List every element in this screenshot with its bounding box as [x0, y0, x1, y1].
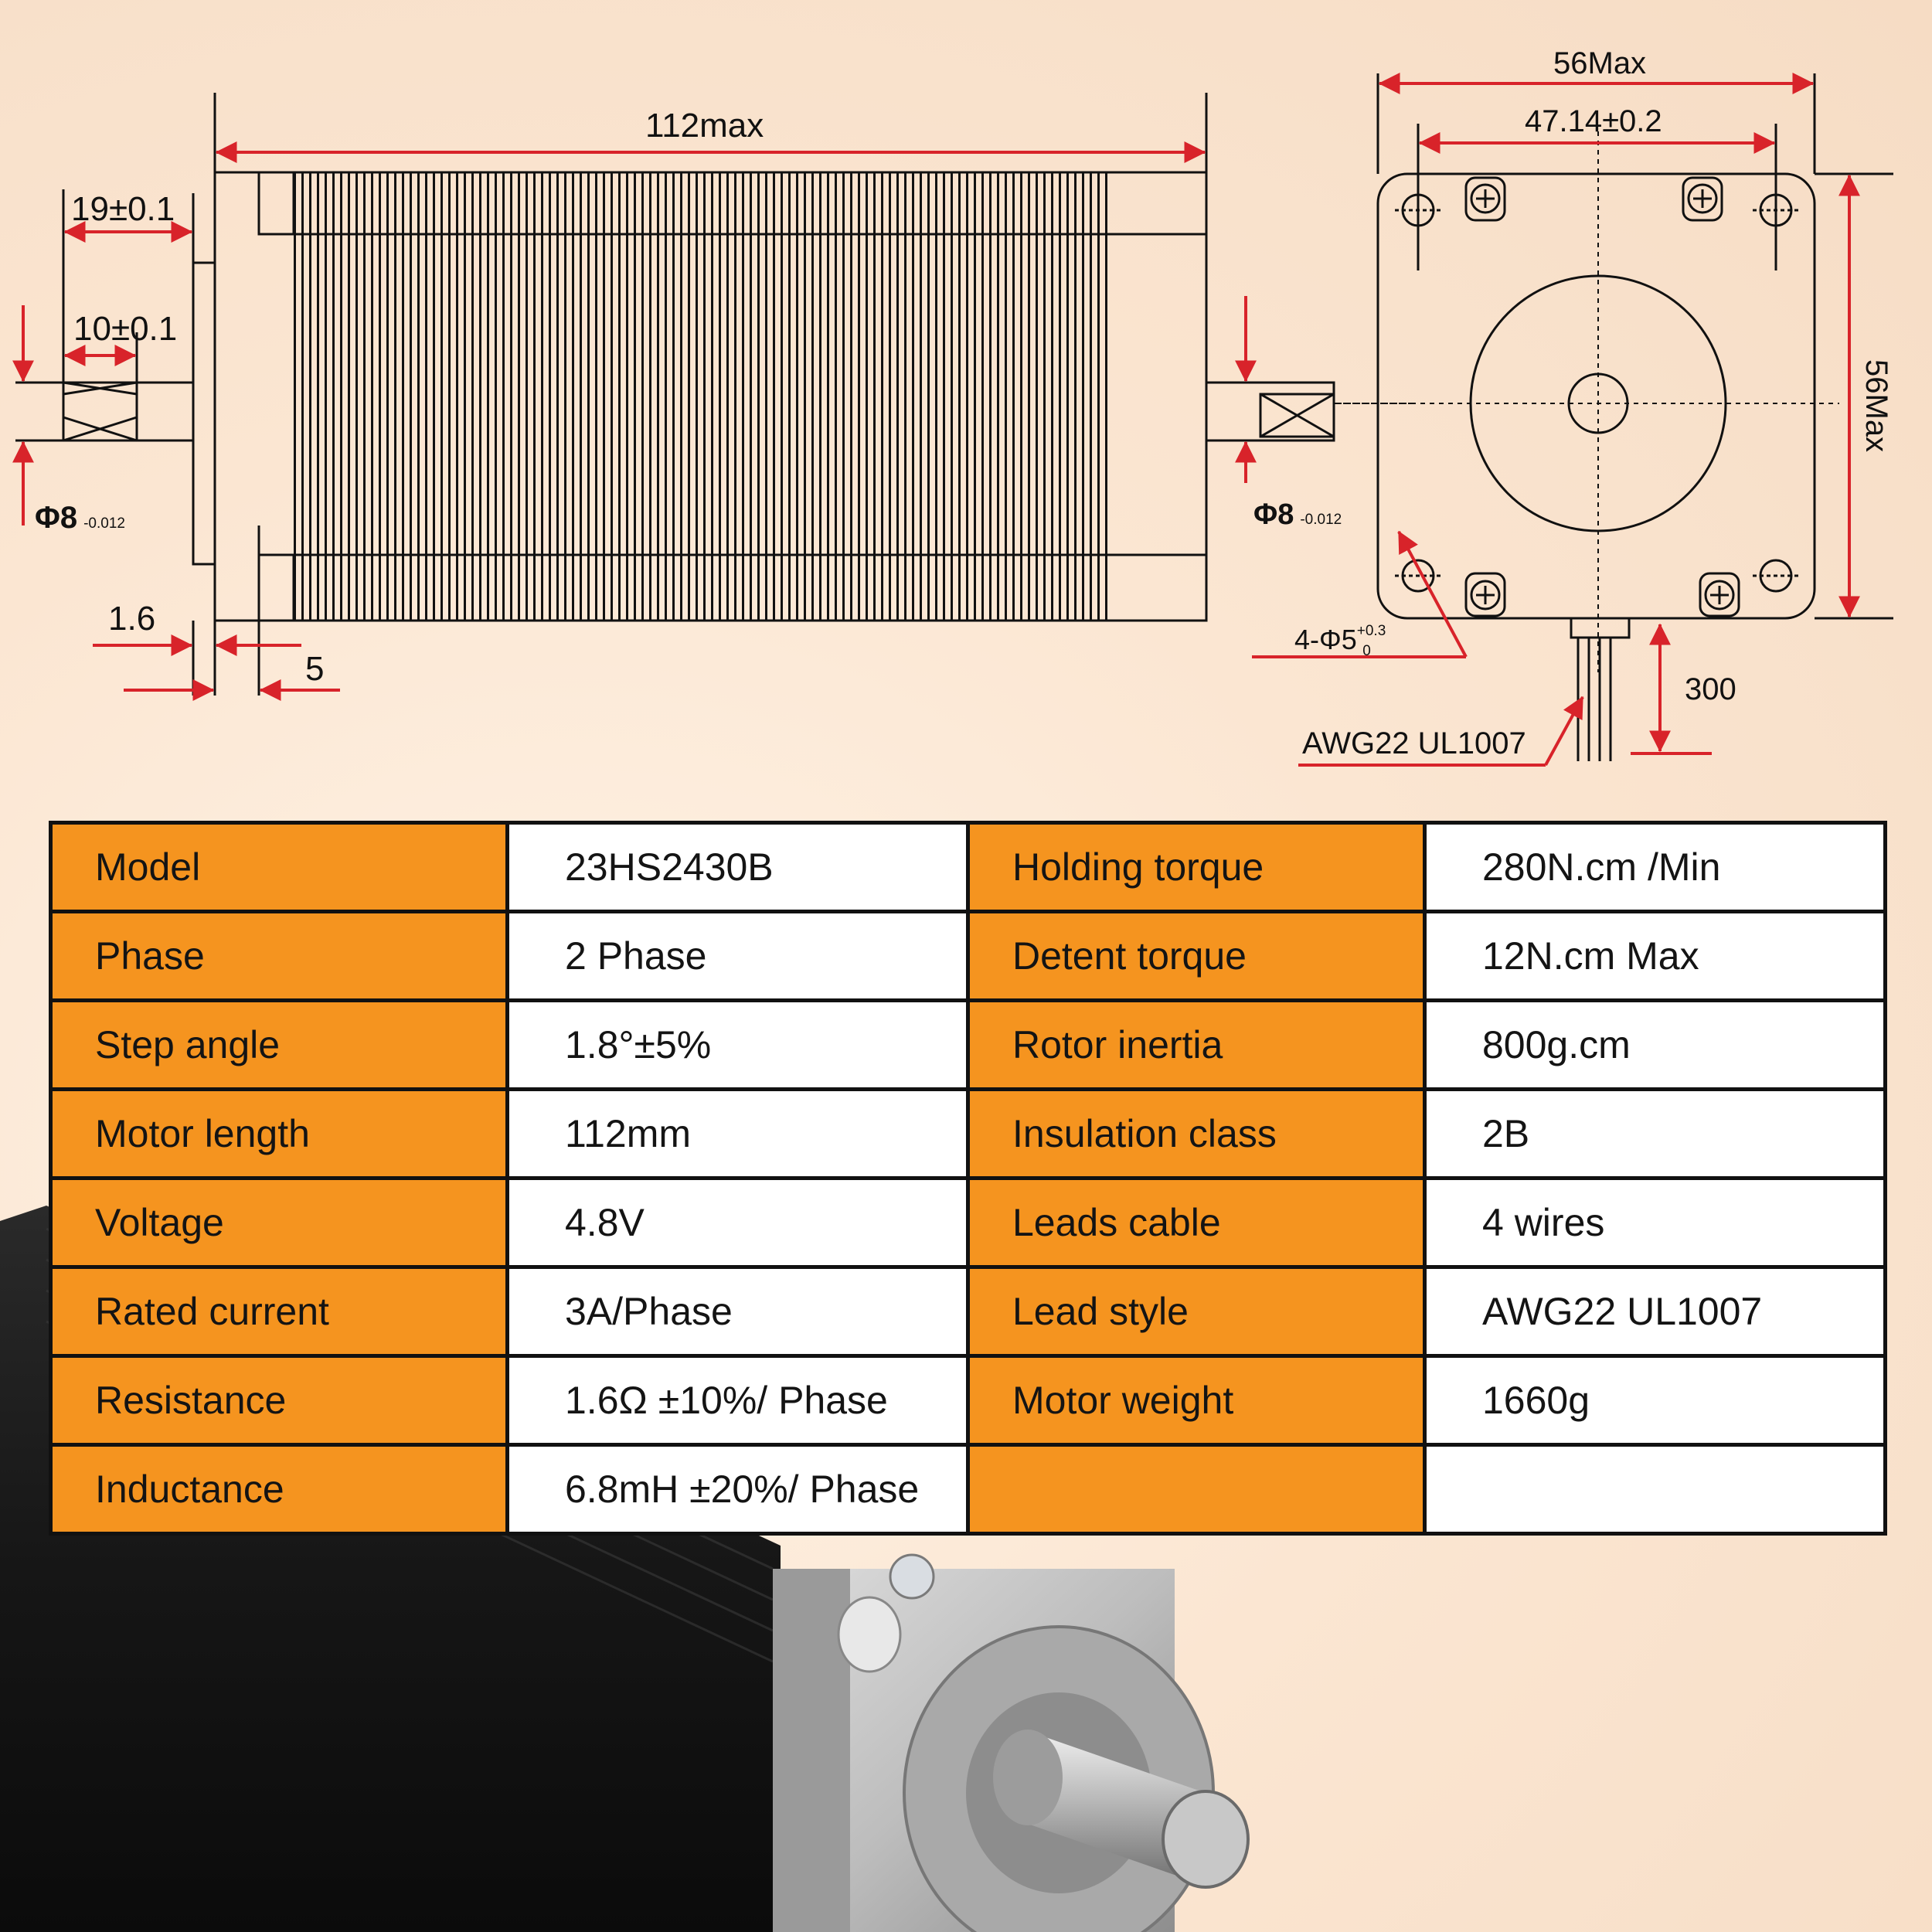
shaft-length-label: 19±0.1 [71, 190, 175, 228]
front-boss [192, 261, 216, 566]
screw-br [1699, 572, 1740, 617]
side-view [15, 93, 1414, 696]
spec-key: Holding torque [966, 821, 1427, 913]
screw-tl [1464, 176, 1506, 222]
dimension-drawing: 112max 19±0.1 10±0.1 1.6 5 Φ8-0.012 [12, 46, 1893, 767]
spec-value: 1.8°±5% [505, 998, 970, 1091]
flange-thickness-label: 1.6 [108, 600, 155, 638]
spec-value [1423, 1443, 1887, 1536]
spec-value: 800g.cm [1423, 998, 1887, 1091]
spec-value: AWG22 UL1007 [1423, 1265, 1887, 1358]
spec-key: Voltage [49, 1176, 509, 1269]
overall-length-label: 112max [645, 107, 764, 145]
table-row: Phase 2 Phase Detent torque 12N.cm Max [49, 910, 1887, 1002]
table-row: Model 23HS2430B Holding torque 280N.cm /… [49, 821, 1887, 913]
lead-length-label: 300 [1685, 672, 1736, 706]
lead-wire-label: AWG22 UL1007 [1302, 726, 1526, 760]
front-cap [257, 171, 295, 236]
spec-key: Lead style [966, 1265, 1427, 1358]
spec-value: 4 wires [1423, 1176, 1887, 1269]
table-row: Resistance 1.6Ω ±10%/ Phase Motor weight… [49, 1354, 1887, 1447]
spec-key: Leads cable [966, 1176, 1427, 1269]
spec-value: 12N.cm Max [1423, 910, 1887, 1002]
spec-key: Step angle [49, 998, 509, 1091]
spec-value: 23HS2430B [505, 821, 970, 913]
spec-value: 3A/Phase [505, 1265, 970, 1358]
table-row: Motor length 112mm Insulation class 2B [49, 1087, 1887, 1180]
spec-value: 6.8mH ±20%/ Phase [505, 1443, 970, 1536]
spec-table-body: Model 23HS2430B Holding torque 280N.cm /… [49, 821, 1887, 1536]
motor-shaft [1028, 1731, 1206, 1886]
rear-cap [257, 553, 295, 622]
table-row: Voltage 4.8V Leads cable 4 wires [49, 1176, 1887, 1269]
screw-tr [1682, 176, 1723, 222]
spec-value: 2B [1423, 1087, 1887, 1180]
rear-flange-outline [1376, 172, 1816, 620]
spec-table: Model 23HS2430B Holding torque 280N.cm /… [49, 821, 1887, 1536]
spec-key: Detent torque [966, 910, 1427, 1002]
cooling-fins [294, 172, 1113, 621]
spec-key: Insulation class [966, 1087, 1427, 1180]
mount-hole-br [1753, 559, 1799, 593]
flange-hole [837, 1596, 902, 1673]
table-row: Step angle 1.8°±5% Rotor inertia 800g.cm [49, 998, 1887, 1091]
spec-value: 112mm [505, 1087, 970, 1180]
hole-spacing-label: 47.14±0.2 [1525, 104, 1662, 138]
spec-key: Resistance [49, 1354, 509, 1447]
mount-hole-bl [1395, 559, 1441, 593]
shaft-flat [62, 381, 138, 442]
spec-value: 4.8V [505, 1176, 970, 1269]
shaft-diameter-label: Φ8-0.012 [35, 501, 125, 535]
flat-length-label: 10±0.1 [73, 310, 177, 348]
spec-value: 1.6Ω ±10%/ Phase [505, 1354, 970, 1447]
flange-screw [889, 1553, 935, 1600]
rear-view-dimension-lines [1252, 73, 1860, 767]
spec-value: 1660g [1423, 1354, 1887, 1447]
side-view-dimension-lines [12, 141, 1257, 701]
spec-value: 280N.cm /Min [1423, 821, 1887, 913]
spec-value: 2 Phase [505, 910, 970, 1002]
height-max-label: 56Max [1859, 359, 1893, 452]
spec-key: Inductance [49, 1443, 509, 1536]
rear-shaft-diameter-label: Φ8-0.012 [1253, 498, 1342, 531]
width-max-label: 56Max [1553, 46, 1646, 80]
shaft-end [1162, 1790, 1250, 1889]
spec-key: Phase [49, 910, 509, 1002]
table-row: Rated current 3A/Phase Lead style AWG22 … [49, 1265, 1887, 1358]
screw-bl [1464, 572, 1506, 617]
spec-key [966, 1443, 1427, 1536]
spec-key: Motor weight [966, 1354, 1427, 1447]
spec-key: Rotor inertia [966, 998, 1427, 1091]
rear-view [1337, 73, 1893, 761]
spec-key: Motor length [49, 1087, 509, 1180]
spec-key: Model [49, 821, 509, 913]
boss-height-label: 5 [305, 650, 324, 688]
lead-exit [1570, 617, 1631, 639]
spec-key: Rated current [49, 1265, 509, 1358]
table-row: Inductance 6.8mH ±20%/ Phase [49, 1443, 1887, 1536]
